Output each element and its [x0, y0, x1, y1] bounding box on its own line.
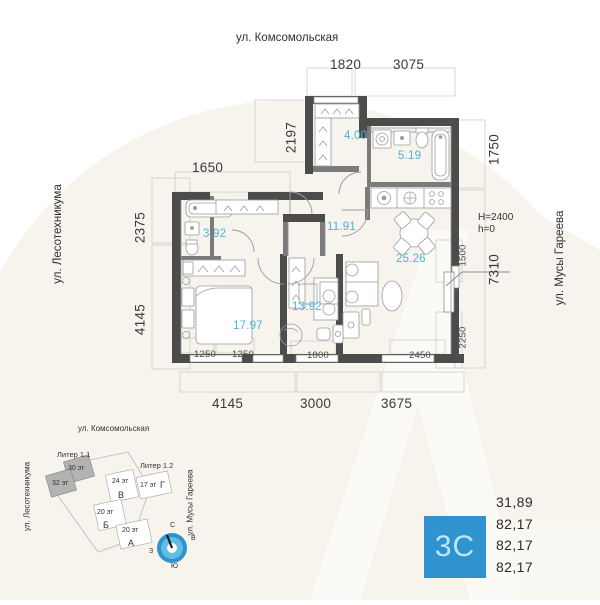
- dimension-1250-a: 1250: [194, 349, 216, 360]
- minimap-block-v: В: [118, 490, 125, 500]
- street-top: ул. Комсомольская: [236, 32, 339, 44]
- dimension-bottom-2: 3000: [300, 396, 332, 411]
- apartment-type-badge[interactable]: 3С: [424, 516, 486, 578]
- room-area-bathroom-guest: 5.19: [398, 150, 422, 162]
- minimap-liter-1-2: Литер 1.2: [140, 461, 174, 470]
- ceiling-h-value: H=2400: [478, 212, 514, 223]
- compass-south-label: Ю: [171, 563, 179, 570]
- compass-north-label: С: [170, 522, 176, 529]
- value-area-with-balcony: 82,17: [496, 537, 534, 553]
- minimap-block-20et-b: 20 эт: [97, 509, 114, 516]
- dimension-1650: 1650: [192, 160, 224, 175]
- room-area-bedroom-large: 17.97: [233, 320, 263, 332]
- value-total-area: 82,17: [496, 515, 534, 532]
- minimap-block-g: Г: [160, 480, 165, 490]
- site-minimap[interactable]: ул. Комсомольская ул. Лесотехникума ул. …: [0, 420, 260, 600]
- minimap-block-17et: 17 эт: [140, 482, 157, 489]
- compass-west-label: З: [149, 548, 154, 555]
- minimap-block-a: А: [128, 538, 135, 548]
- minimap-street-top: ул. Комсомольская: [78, 424, 150, 433]
- dimension-top-1: 1820: [330, 57, 362, 72]
- minimap-block-24et: 24 эт: [112, 478, 129, 485]
- minimap-street-left: ул. Лесотехникума: [22, 461, 32, 532]
- dimension-7310: 7310: [486, 253, 502, 286]
- compass-rose: [157, 533, 187, 563]
- minimap-drawing: [45, 451, 187, 563]
- minimap-block-b: Б: [103, 520, 109, 530]
- minimap-block-30et: 30 эт: [68, 465, 85, 472]
- dimension-2250: 2250: [457, 326, 469, 349]
- dimension-1250-b: 1250: [232, 349, 254, 360]
- room-area-bedroom-small: 13.92: [292, 301, 322, 313]
- minimap-block-20et-a: 20 эт: [122, 527, 139, 534]
- ceiling-height-label: H=2400 h=0: [478, 212, 513, 236]
- dimension-4145-left: 4145: [132, 303, 148, 336]
- minimap-block-32et: 32 эт: [52, 480, 69, 487]
- dimension-2197: 2197: [283, 121, 299, 154]
- room-area-entry-wardrobe: 4.00: [344, 130, 368, 142]
- street-right: ул. Мусы Гареева: [554, 210, 566, 306]
- room-area-bathroom-main: 3.92: [203, 228, 227, 240]
- dimension-2450: 2450: [409, 350, 431, 361]
- dimension-bottom-1: 4145: [212, 396, 244, 411]
- dimension-1750: 1750: [486, 133, 502, 166]
- room-area-corridor: 11.91: [327, 221, 356, 233]
- compass-east-label: В: [191, 535, 196, 542]
- apartment-values-list: 31,89 82,17 82,17 82,17: [496, 492, 576, 578]
- dimension-top-2: 3075: [393, 57, 425, 72]
- value-total-living: 31,89: [496, 494, 534, 510]
- sill-h-value: h=0: [478, 224, 495, 235]
- room-area-kitchen-living: 25.26: [396, 253, 426, 265]
- dimension-1500: 1500: [457, 244, 469, 267]
- street-left: ул. Лесотехникума: [52, 184, 64, 284]
- dimension-2375: 2375: [132, 211, 148, 244]
- apartment-type-label: 3С: [434, 530, 476, 563]
- minimap-liter-1-1: Литер 1.1: [57, 450, 91, 459]
- value-area-alt: 82,17: [496, 558, 534, 575]
- minimap-street-right: ул. Мусы Гареева: [185, 469, 195, 536]
- dimension-bottom-3: 3675: [381, 396, 413, 411]
- dimension-1800: 1800: [307, 350, 329, 361]
